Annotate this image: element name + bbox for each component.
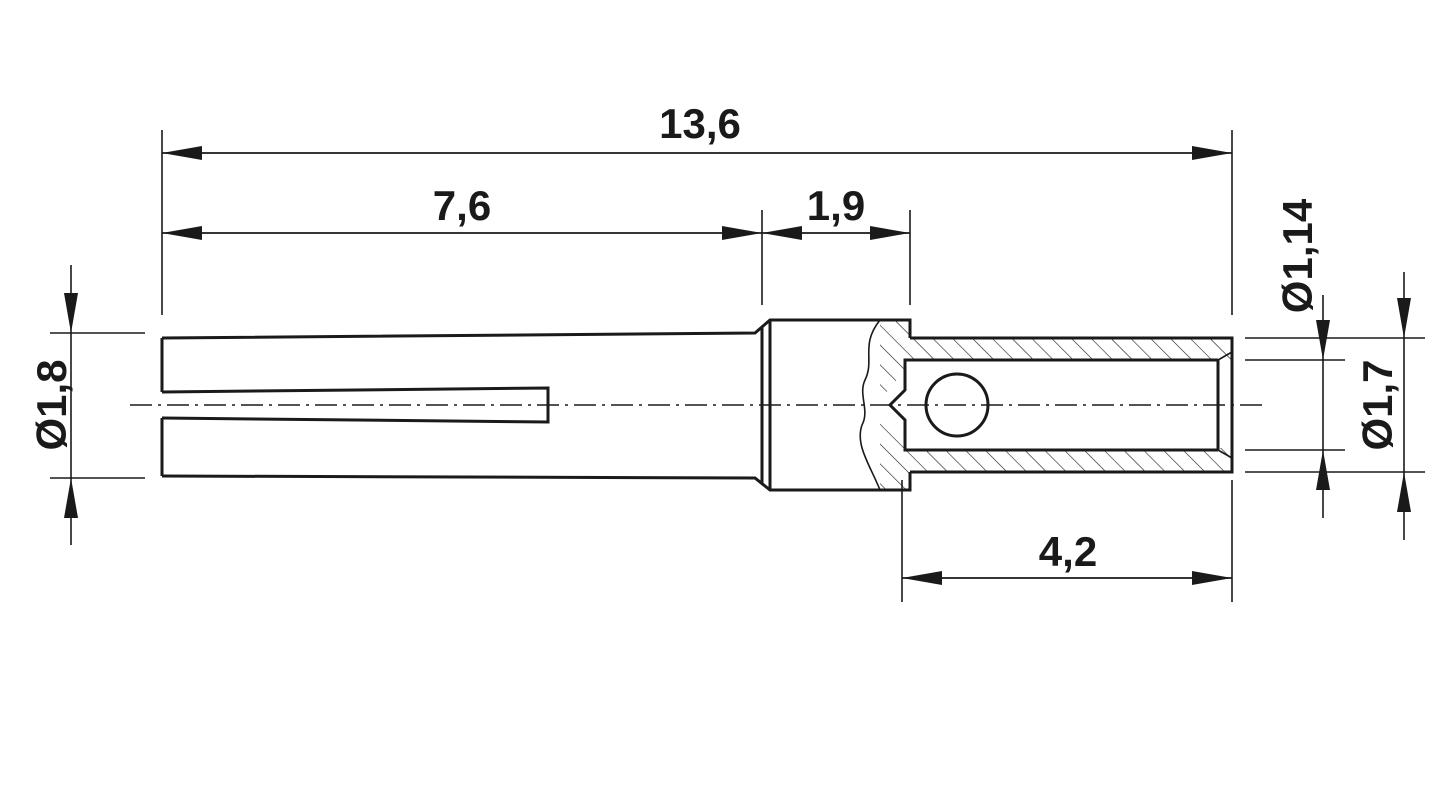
dim-overall-length: 13,6 xyxy=(161,100,1233,315)
inspection-hole xyxy=(924,372,990,438)
dim-collar-length: 1,9 xyxy=(762,182,911,305)
crimp-barrel-section xyxy=(859,319,1234,491)
dim-slotted-length: 7,6 xyxy=(162,182,763,305)
dim-pin-diameter: Ø1,8 xyxy=(28,265,145,545)
dim-label-outer-diameter: Ø1,7 xyxy=(1354,359,1401,450)
dim-label-inner-diameter: Ø1,14 xyxy=(1274,198,1321,313)
dim-label-overall-length: 13,6 xyxy=(659,100,741,147)
dim-outer-diameter: Ø1,7 xyxy=(1245,272,1425,540)
dim-label-slotted-length: 7,6 xyxy=(433,182,491,229)
dim-inner-diameter: Ø1,14 xyxy=(1245,198,1345,518)
dim-label-bore-depth: 4,2 xyxy=(1039,528,1097,575)
dim-label-collar-length: 1,9 xyxy=(807,182,865,229)
dim-label-pin-diameter: Ø1,8 xyxy=(28,359,75,450)
dim-bore-depth: 4,2 xyxy=(901,480,1233,602)
